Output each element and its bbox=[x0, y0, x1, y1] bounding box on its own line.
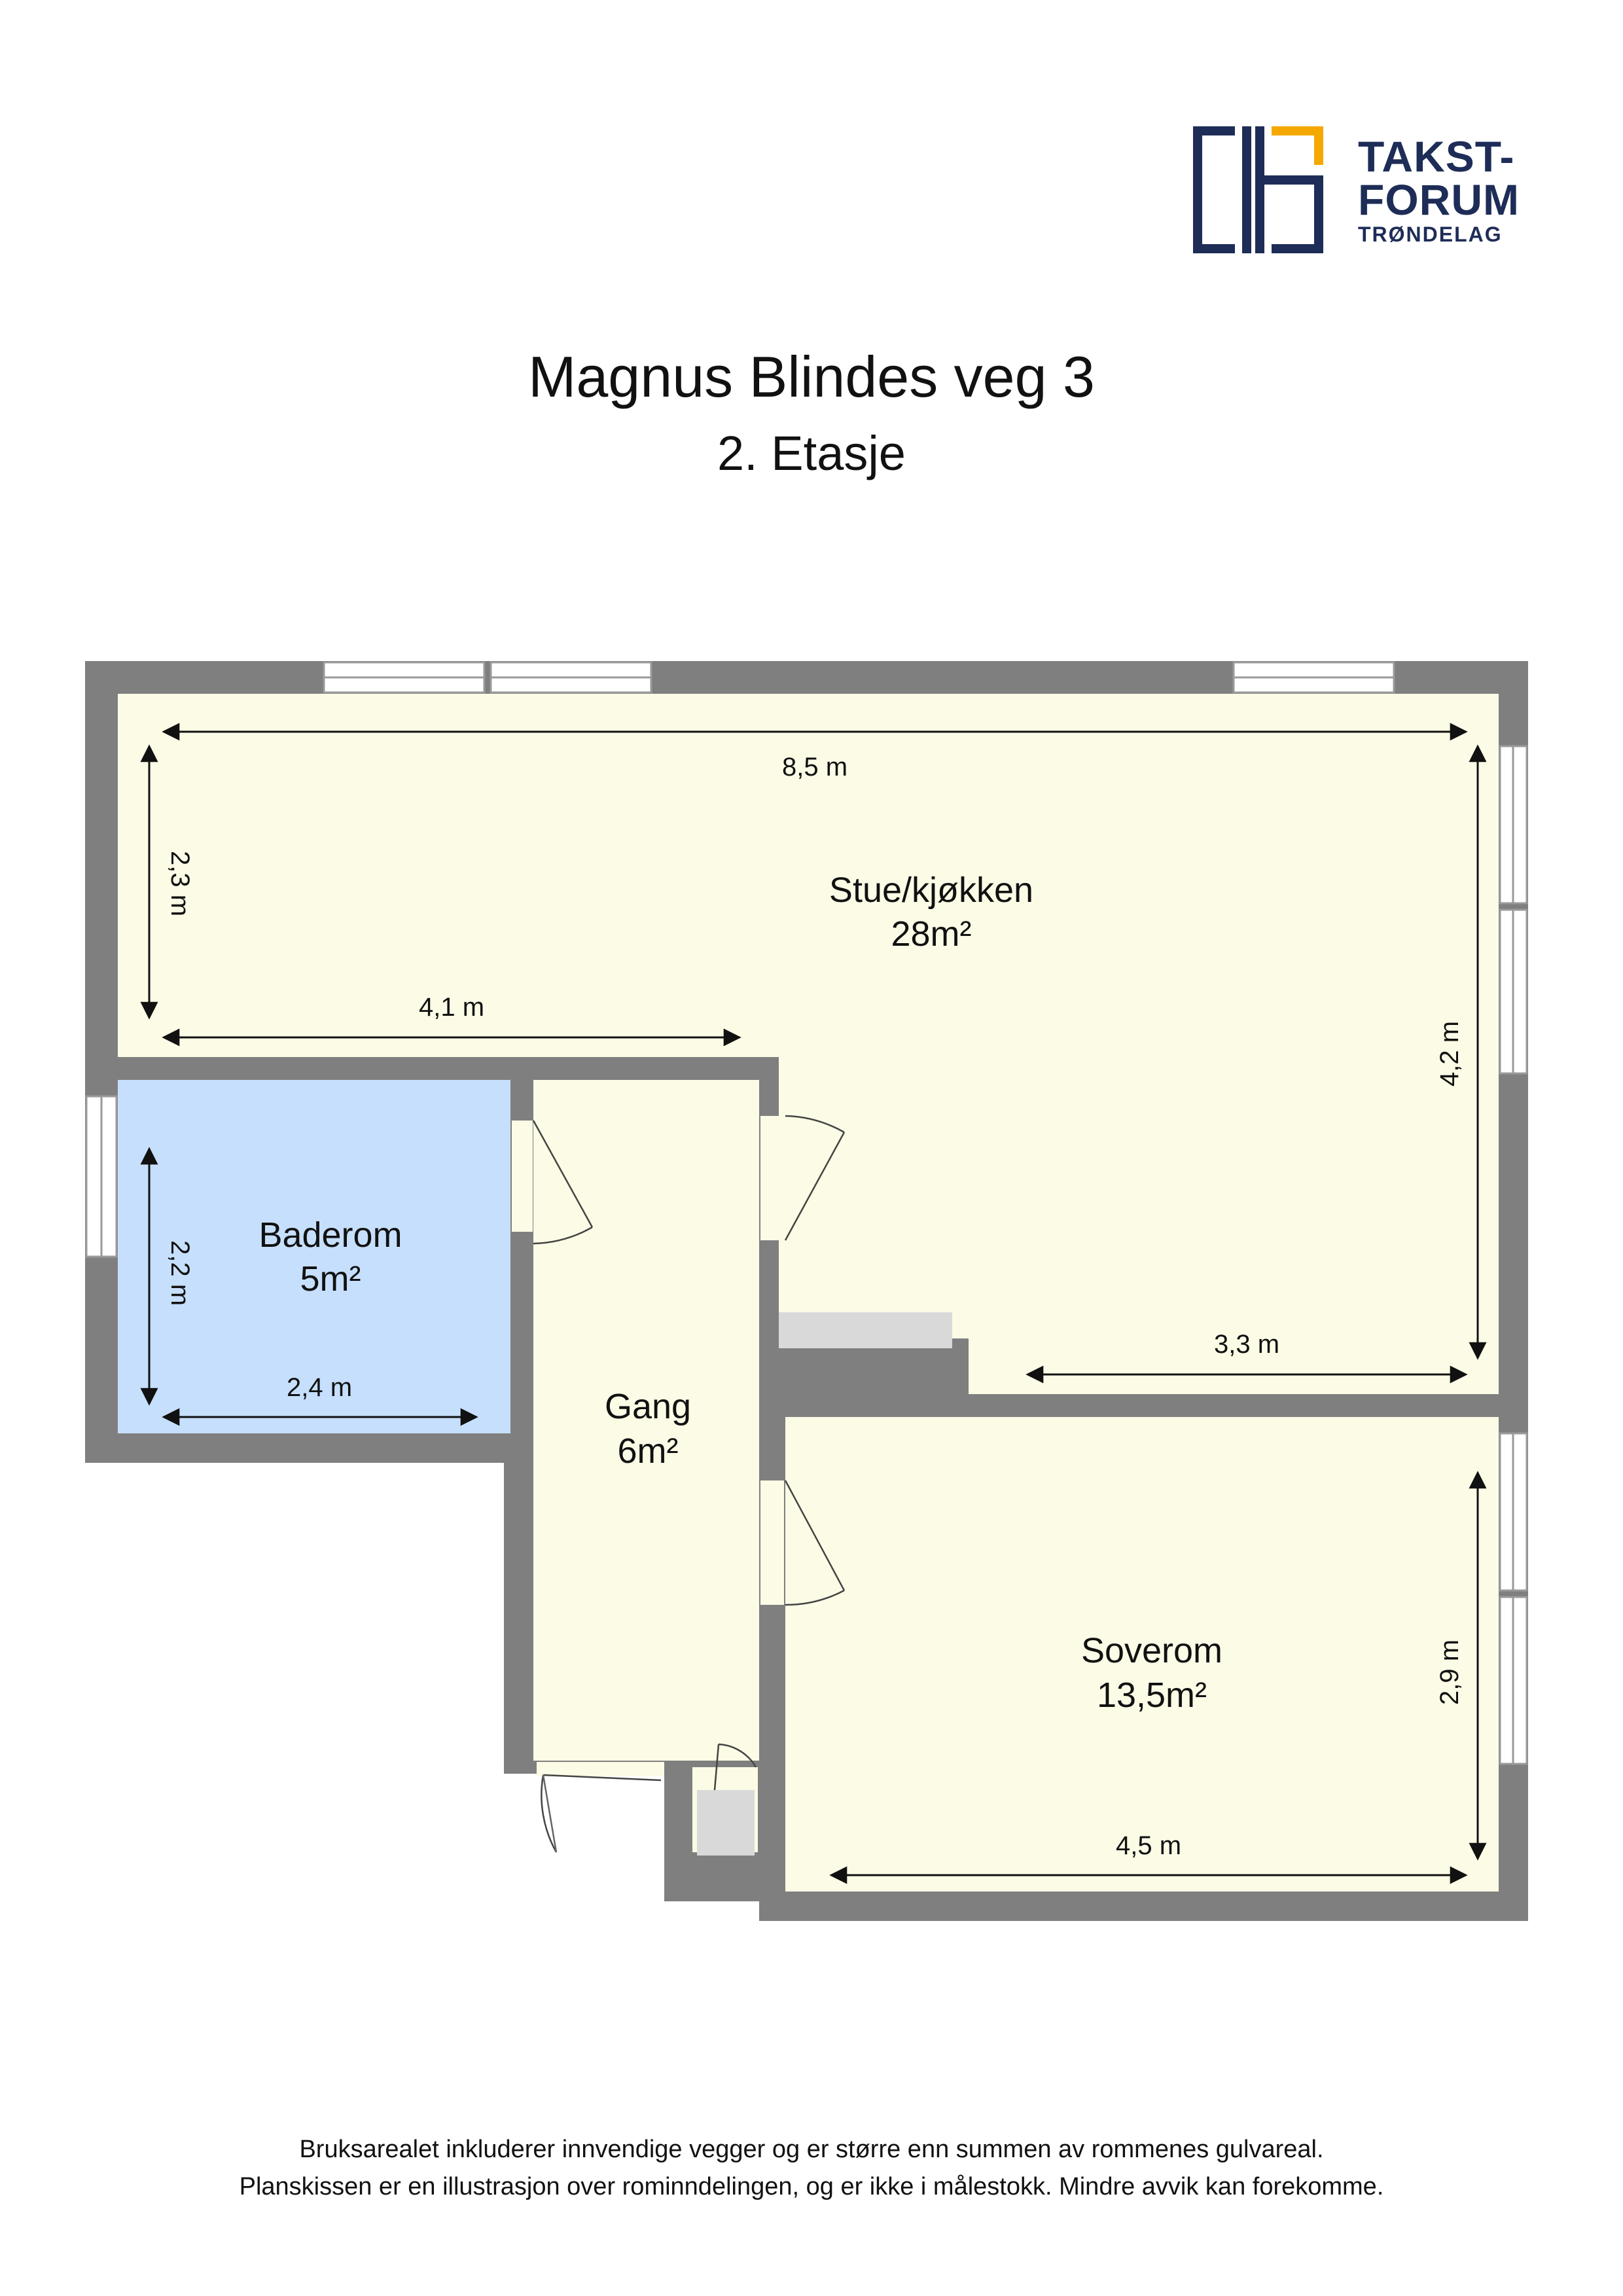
page-subtitle: 2. Etasje bbox=[717, 426, 906, 480]
takstforum-logo-icon bbox=[1193, 126, 1323, 253]
dim-label: 3,3 m bbox=[1214, 1330, 1279, 1359]
logo-line1: TAKST- bbox=[1358, 132, 1515, 181]
dim-label: 4,5 m bbox=[1116, 1831, 1181, 1860]
entry-closet-storage bbox=[697, 1790, 755, 1856]
room-name: Baderom bbox=[259, 1215, 402, 1255]
room-name: Gang bbox=[605, 1387, 691, 1426]
room-area: 28m² bbox=[891, 914, 971, 954]
footer-note-2: Planskissen er en illustrasjon over romi… bbox=[239, 2173, 1384, 2200]
dimension-lines bbox=[140, 723, 1487, 1884]
dim-label: 2,3 m bbox=[166, 851, 194, 916]
dim-label: 2,9 m bbox=[1435, 1640, 1464, 1705]
room-name: Stue/kjøkken bbox=[829, 870, 1033, 910]
dim-label: 2,2 m bbox=[166, 1240, 194, 1306]
room-area: 5m² bbox=[300, 1259, 361, 1299]
room-name: Soverom bbox=[1081, 1631, 1222, 1670]
dim-label: 4,2 m bbox=[1435, 1021, 1464, 1086]
doors bbox=[512, 1115, 846, 1853]
footer-note-1: Bruksarealet inkluderer innvendige vegge… bbox=[299, 2136, 1324, 2163]
logo-line3: TRØNDELAG bbox=[1358, 223, 1503, 246]
room-soverom bbox=[785, 1417, 1499, 1892]
room-baderom bbox=[118, 1080, 510, 1433]
page-title: Magnus Blindes veg 3 bbox=[528, 344, 1095, 409]
dim-label: 8,5 m bbox=[782, 753, 847, 781]
dim-label: 2,4 m bbox=[287, 1373, 352, 1402]
room-area: 6m² bbox=[618, 1431, 679, 1471]
hall-closet bbox=[779, 1312, 952, 1348]
room-area: 13,5m² bbox=[1097, 1676, 1207, 1715]
logo-text: TAKST- FORUM TRØNDELAG bbox=[1358, 135, 1520, 247]
windows bbox=[85, 661, 1528, 1765]
dim-label: 4,1 m bbox=[419, 993, 484, 1022]
logo-line2: FORUM bbox=[1358, 175, 1520, 224]
room-stue-kjokken bbox=[118, 694, 1499, 1394]
room-gang bbox=[533, 1080, 759, 1761]
